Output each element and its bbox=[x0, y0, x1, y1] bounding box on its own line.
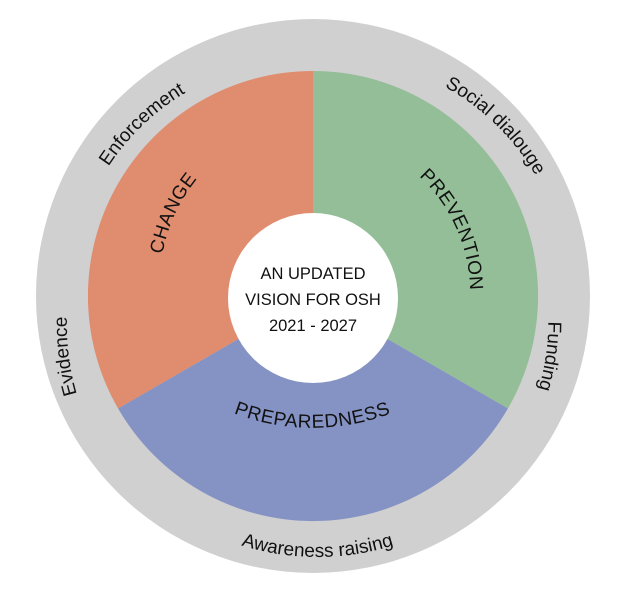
center-line-1: AN UPDATED bbox=[260, 265, 365, 283]
center-line-2: VISION FOR OSH bbox=[245, 291, 381, 309]
segment-preparedness bbox=[118, 296, 508, 522]
center-line-3: 2021 - 2027 bbox=[269, 317, 357, 335]
center-circle bbox=[228, 213, 398, 383]
